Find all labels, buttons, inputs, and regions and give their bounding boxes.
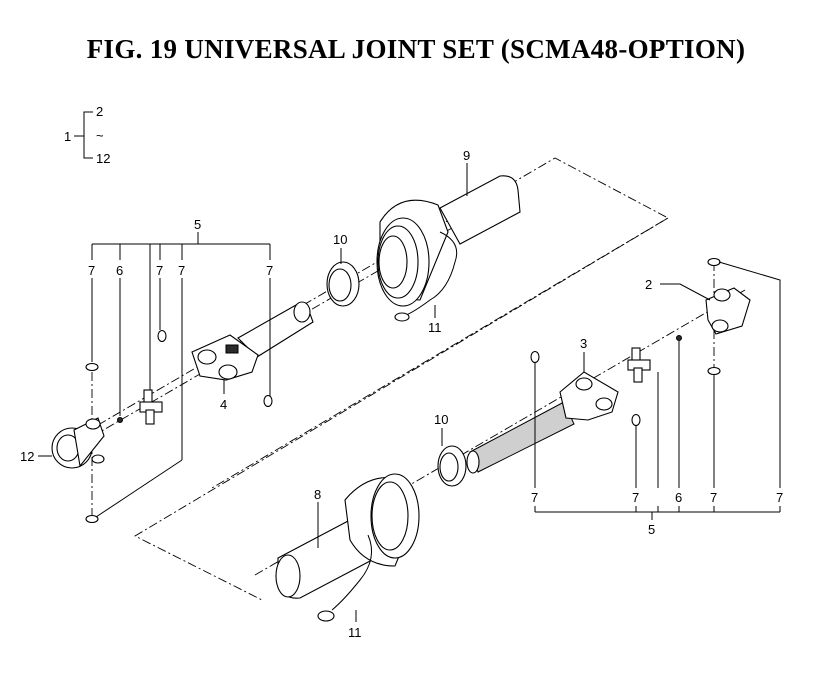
callout-6-left: 6 [116,263,123,278]
callout-9: 9 [463,148,470,163]
assembly-legend: 1 2 ~ 12 [64,104,110,166]
callout-7-f: 7 [632,490,639,505]
leader-lines [38,163,781,622]
callout-10-top: 10 [333,232,347,247]
callout-11-top: 11 [428,320,442,335]
legend-assembly-label: 1 [64,129,71,144]
callout-2: 2 [645,277,652,292]
callout-7-a: 7 [88,263,95,278]
legend-first-label: 2 [96,104,103,119]
part-6-grease-nipple-right [676,335,682,341]
callout-8: 8 [314,487,321,502]
part-12-splined-yoke [51,417,105,469]
callout-10-bottom: 10 [434,412,448,427]
callout-7-c: 7 [178,263,185,278]
part-3-outer-yoke [559,371,619,421]
callout-4: 4 [220,397,227,412]
callout-7-b: 7 [156,263,163,278]
callout-12: 12 [20,449,34,464]
part-8-lower-guard [275,473,420,622]
figure-title: FIG. 19 UNIVERSAL JOINT SET (SCMA48-OPTI… [86,34,746,64]
callout-6-right: 6 [675,490,682,505]
callout-7-h: 7 [776,490,783,505]
callout-5-bottom: 5 [648,522,655,537]
cross-journal-right [627,347,651,383]
part-2-end-yoke [705,287,751,335]
callout-7-e: 7 [531,490,538,505]
cross-journal-left [139,389,163,425]
splined-shaft [466,401,575,474]
part-10-bearing-ring-bottom [437,445,467,487]
callout-11-bottom: 11 [348,625,362,640]
part-4-inner-yoke-tube [191,301,314,381]
callout-5-top: 5 [194,217,201,232]
snap-rings [85,257,721,524]
callout-3: 3 [580,336,587,351]
part-6-grease-nipple-left [117,417,123,423]
part-10-bearing-ring-top [326,261,360,307]
legend-range-mark: ~ [96,128,104,143]
callout-labels: 5 7 6 7 7 7 4 12 9 10 11 2 3 10 8 11 7 7… [20,148,783,640]
part-9-outer-guard [376,175,521,322]
callout-7-d: 7 [266,263,273,278]
callout-7-g: 7 [710,490,717,505]
legend-last-label: 12 [96,151,110,166]
